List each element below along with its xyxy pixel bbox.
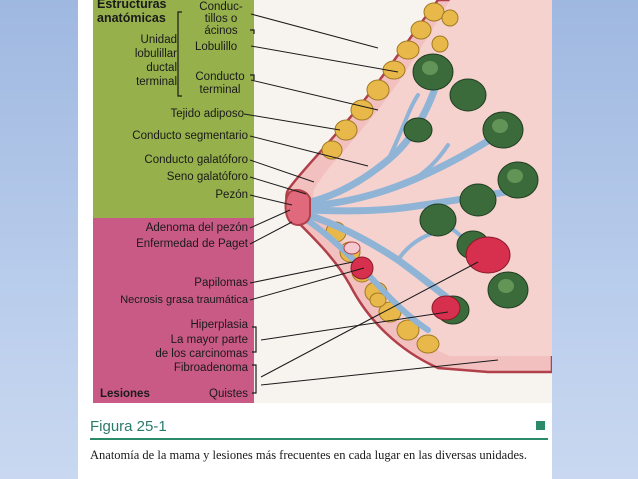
unit-label-line-3: ductal xyxy=(146,62,177,74)
structure-fat-tissue: Tejido adiposo xyxy=(170,108,244,120)
terminal-duct-label-line-2: terminal xyxy=(199,84,241,96)
lobule-highlight-group xyxy=(422,61,523,293)
lesions-panel xyxy=(93,218,254,403)
figure-marker-square xyxy=(536,421,545,430)
lesion-fibroadenoma: Fibroadenoma xyxy=(173,362,248,374)
heading-line-1: Estructuras xyxy=(97,0,167,11)
lesion-paget-disease: Enfermedad de Paget xyxy=(136,238,248,250)
anatomic-structures-heading: Estructuras anatómicas xyxy=(97,0,166,25)
lobule-group xyxy=(403,53,539,325)
figure-title: Figura 25-1 xyxy=(90,418,167,435)
lesion-cysts: Quistes xyxy=(209,388,248,400)
structure-segmental-duct: Conducto segmentario xyxy=(132,130,248,142)
figure-rule xyxy=(90,438,548,440)
unit-label: Unidad lobulillar ductal terminal xyxy=(108,33,177,89)
lesion-hyperplasia: Hiperplasia xyxy=(190,319,248,331)
nipple-shape xyxy=(284,189,311,226)
acini-label-line-3: ácinos xyxy=(204,25,238,37)
lesion-carcinomas-line-2: de los carcinomas xyxy=(155,348,248,360)
breast-anatomy-diagram xyxy=(177,0,552,394)
unit-label-line-4: terminal xyxy=(136,76,177,88)
structure-lactiferous-duct: Conducto galatóforo xyxy=(144,154,248,166)
leader-lines xyxy=(243,13,499,386)
structure-lactiferous-sinus: Seno galatóforo xyxy=(166,171,248,183)
lesion-fat-necrosis: Necrosis grasa traumática xyxy=(120,294,248,306)
terminal-duct-label-line-1: Conducto xyxy=(195,71,245,83)
lesion-papillomas: Papilomas xyxy=(194,277,248,289)
acini-label-line-2: tillos o xyxy=(204,13,238,25)
figure-page: Estructuras anatómicas Unidad lobulillar… xyxy=(78,0,552,479)
brackets xyxy=(177,11,257,394)
unit-label-line-1: Unidad xyxy=(140,34,177,46)
acini-label: Conduc- tillos o ácinos xyxy=(193,1,249,37)
lesion-nipple-adenoma: Adenoma del pezón xyxy=(145,222,248,234)
lobule-label: Lobulillo xyxy=(195,41,238,53)
lesion-group xyxy=(350,236,511,321)
acini-label-line-1: Conduc- xyxy=(199,1,243,13)
lesion-carcinomas-line-1: La mayor parte xyxy=(170,334,248,346)
structure-nipple: Pezón xyxy=(215,189,248,201)
lesions-heading: Lesiones xyxy=(100,388,150,400)
terminal-duct-label: Conducto terminal xyxy=(190,71,250,97)
nipple-cyst xyxy=(343,241,361,255)
anatomic-structures-panel xyxy=(93,0,254,218)
figure-caption: Anatomía de la mama y lesiones más frecu… xyxy=(90,448,527,462)
unit-label-line-2: lobulillar xyxy=(134,48,177,60)
heading-line-2: anatómicas xyxy=(97,11,166,25)
